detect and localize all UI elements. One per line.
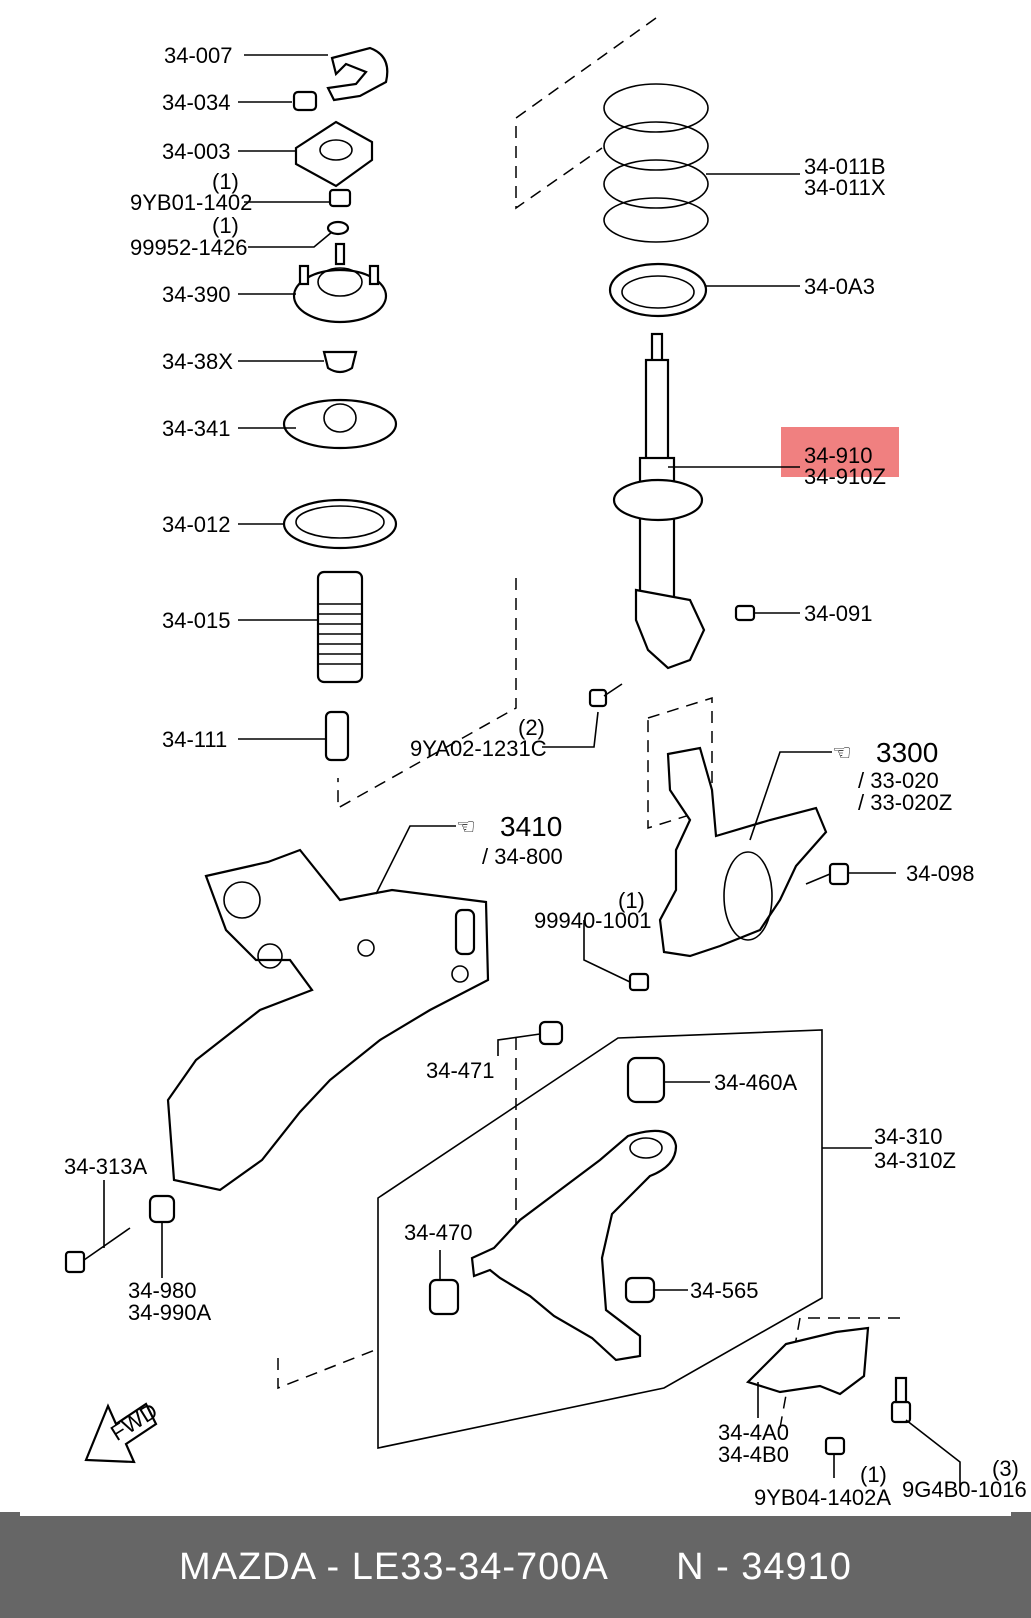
part-34-800-subframe	[166, 848, 490, 1192]
label-34-4a0: 34-4A0	[718, 1420, 789, 1445]
part-34-471	[538, 1020, 564, 1046]
label-34-034: 34-034	[162, 90, 231, 115]
label-34-470: 34-470	[404, 1220, 473, 1245]
footer-ref: N - 34910	[676, 1546, 852, 1588]
footer-caption: MAZDA - LE33-34-700A N - 34910	[0, 1546, 1031, 1589]
part-34-111	[324, 710, 350, 762]
part-34-470	[428, 1278, 460, 1316]
label-99940: 99940-1001	[534, 908, 651, 933]
part-34-091	[734, 604, 756, 622]
part-34-341	[282, 398, 398, 450]
label-34-565: 34-565	[690, 1278, 759, 1303]
part-34-0a3	[608, 262, 708, 318]
label-ref-3410: 3410	[500, 811, 562, 842]
hand-pointer-icon: ☜	[832, 740, 852, 765]
label-9yb04-qty: (1)	[860, 1462, 887, 1487]
label-34-38x: 34-38X	[162, 349, 233, 374]
label-34-310: 34-310	[874, 1124, 943, 1149]
leader-lines	[103, 54, 961, 1488]
part-34-4a0-bracket	[745, 1326, 870, 1396]
label-34-011x: 34-011X	[804, 175, 886, 200]
label-34-341: 34-341	[162, 416, 231, 441]
label-33-020z: / 33-020Z	[858, 790, 952, 815]
part-34-38x	[322, 350, 358, 374]
label-99940-qty: (1)	[618, 888, 645, 913]
label-34-910: 34-910	[804, 443, 873, 468]
part-34-003	[294, 120, 374, 188]
part-9g4b0-bolt	[890, 1376, 912, 1424]
part-34-565	[624, 1276, 656, 1304]
label-34-390: 34-390	[162, 282, 231, 307]
part-34-460a	[626, 1056, 666, 1104]
label-9ya02-qty: (2)	[518, 715, 545, 740]
part-33-020-knuckle	[658, 746, 828, 958]
control-arm-box	[377, 1029, 823, 1449]
footer-brand-part: MAZDA - LE33-34-700A	[179, 1546, 607, 1588]
dashed-strut-assembly	[515, 17, 657, 210]
footer-divider	[20, 1512, 1011, 1516]
label-ref-3300: 3300	[876, 737, 938, 768]
label-9yb01-qty: (1)	[212, 169, 239, 194]
label-9yb04: 9YB04-1402A	[754, 1485, 891, 1510]
part-34-098-bolt	[805, 862, 850, 886]
label-34-471: 34-471	[426, 1058, 495, 1083]
hand-pointer-icon-2: ☜	[456, 814, 476, 839]
label-34-990a: 34-990A	[128, 1300, 212, 1325]
part-9yb01-nut	[328, 188, 352, 208]
label-34-015: 34-015	[162, 608, 231, 633]
part-99952-washer	[326, 220, 350, 236]
part-9ya02-bolt	[588, 683, 623, 708]
label-34-0a3: 34-0A3	[804, 274, 875, 299]
part-34-012	[282, 498, 398, 550]
parts-diagram: FWD 34-007 34-034	[64, 17, 1027, 1510]
label-33-020: / 33-020	[858, 768, 939, 793]
label-34-007: 34-007	[164, 43, 233, 68]
footer-bar: MAZDA - LE33-34-700A N - 34910	[0, 1512, 1031, 1618]
label-34-012: 34-012	[162, 512, 231, 537]
label-9ya02: 9YA02-1231C	[410, 736, 547, 761]
label-34-003: 34-003	[162, 139, 231, 164]
label-9g4b0-qty: (3)	[992, 1456, 1019, 1481]
part-labels: 34-007 34-034 34-003 (1) 9YB01-1402 (1) …	[64, 43, 1027, 1510]
label-34-091: 34-091	[804, 601, 873, 626]
part-34-313a-bolt	[64, 1227, 131, 1274]
label-34-460a: 34-460A	[714, 1070, 798, 1095]
fwd-arrow-icon: FWD	[84, 1398, 162, 1464]
label-34-011b: 34-011B	[804, 154, 886, 179]
label-9g4b0: 9G4B0-1016	[902, 1477, 1027, 1502]
part-34-015	[316, 570, 364, 684]
label-34-980: 34-980	[128, 1278, 197, 1303]
part-99940-nut	[628, 972, 650, 992]
part-9yb04-nut	[824, 1436, 846, 1456]
label-34-310z: 34-310Z	[874, 1148, 956, 1173]
part-34-007	[326, 46, 389, 102]
part-34-310-arm	[470, 1129, 678, 1362]
label-34-910z: 34-910Z	[804, 464, 886, 489]
dashed-arm-lower	[277, 1347, 381, 1390]
label-34-313a: 34-313A	[64, 1154, 148, 1179]
label-34-800: / 34-800	[482, 844, 563, 869]
part-34-980	[148, 1194, 176, 1224]
dashed-bracket	[779, 1317, 900, 1429]
label-34-4b0: 34-4B0	[718, 1442, 789, 1467]
part-34-910-strut	[612, 332, 706, 670]
label-34-098: 34-098	[906, 861, 975, 886]
part-34-034	[292, 90, 318, 112]
label-99952-qty: (1)	[212, 213, 239, 238]
label-9yb01: 9YB01-1402	[130, 190, 252, 215]
label-34-111: 34-111	[162, 727, 227, 752]
label-99952: 99952-1426	[130, 235, 247, 260]
dashed-knuckle-box	[647, 696, 713, 830]
dashed-strut-lower	[337, 578, 517, 810]
part-34-011b-spring	[603, 83, 709, 243]
highlight-34-910	[781, 427, 899, 477]
